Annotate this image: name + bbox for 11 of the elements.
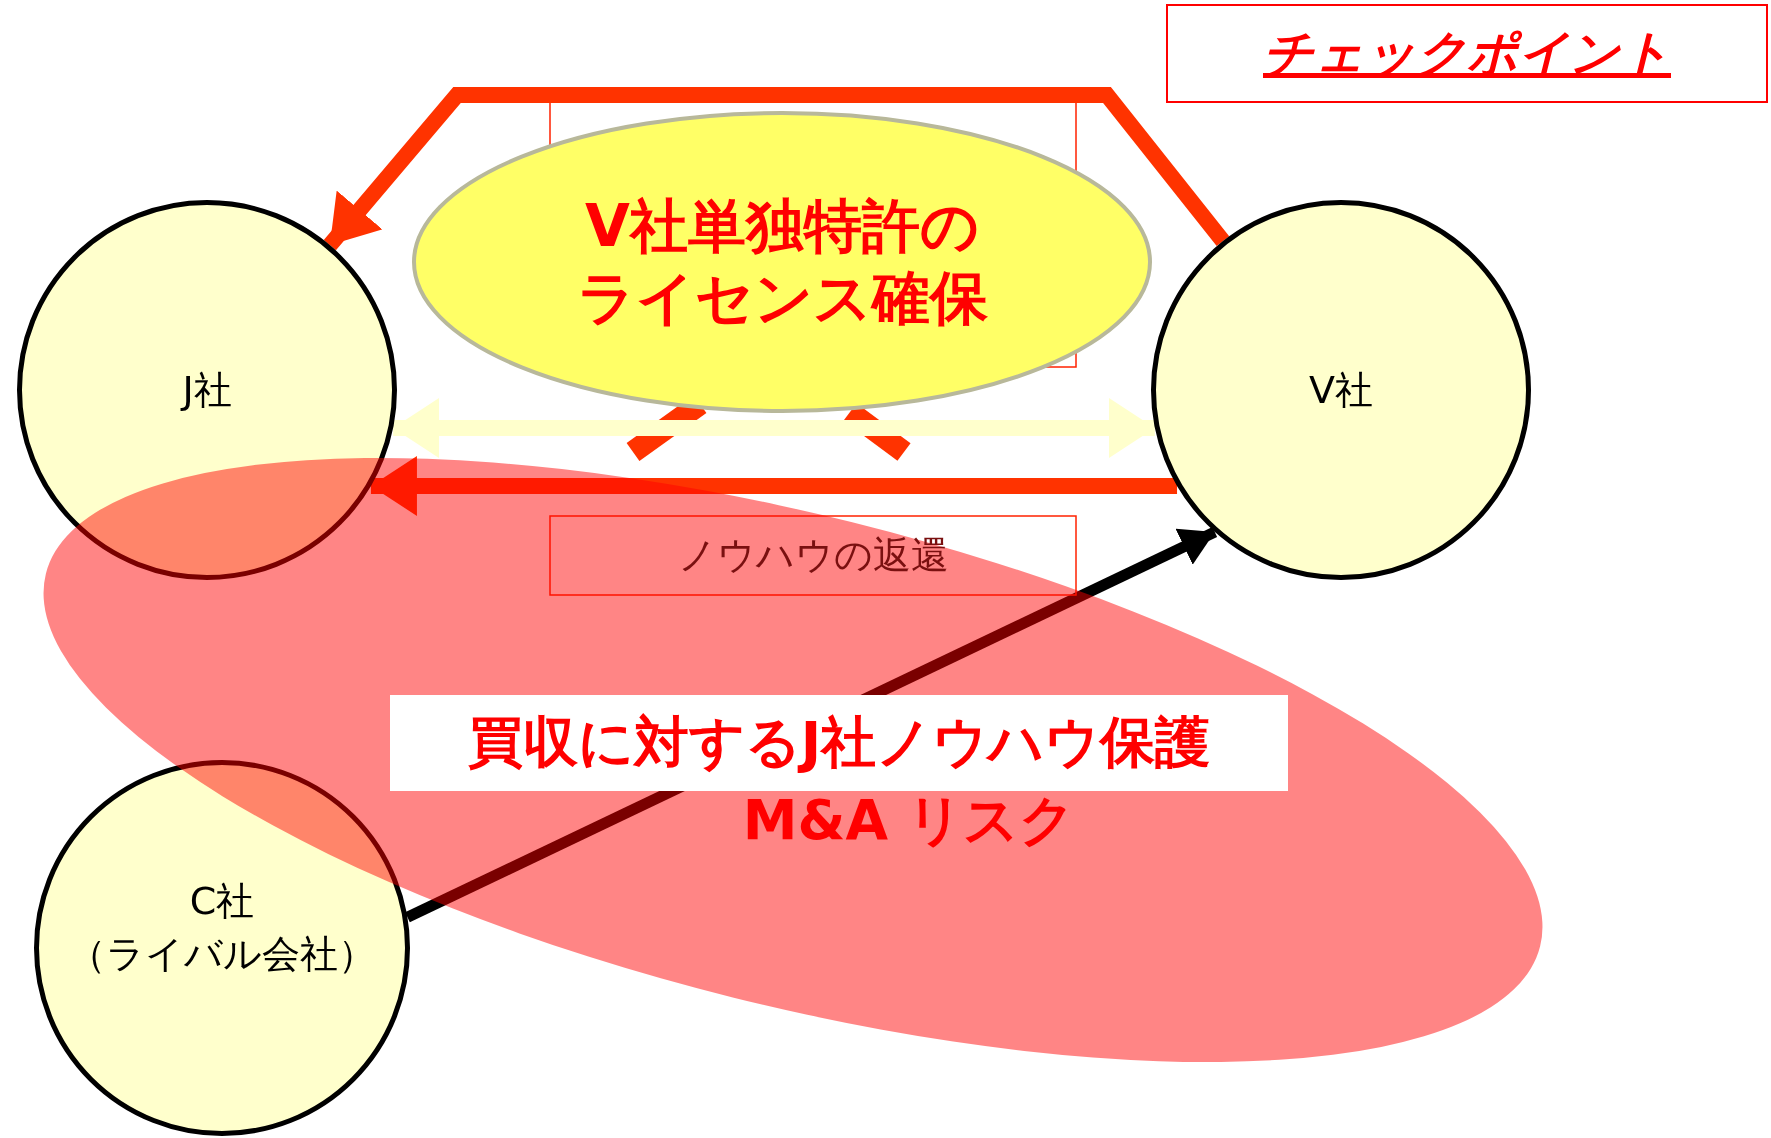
- arrow: [393, 398, 1155, 458]
- checkpoint-heading: チェックポイント: [1263, 23, 1671, 84]
- company-label: C社: [189, 877, 255, 925]
- company-label: V社: [1309, 366, 1373, 414]
- company-label: （ライバル会社）: [68, 931, 376, 978]
- arrow: [323, 87, 1230, 251]
- arrow: [370, 456, 1178, 516]
- ellipse-heading: V社単独特許のライセンス確保: [575, 190, 989, 334]
- heading-label: 買収に対するJ社ノウハウ保護: [390, 695, 1288, 791]
- company-label: J社: [182, 366, 232, 414]
- flow-label: ノウハウの返還: [677, 532, 949, 579]
